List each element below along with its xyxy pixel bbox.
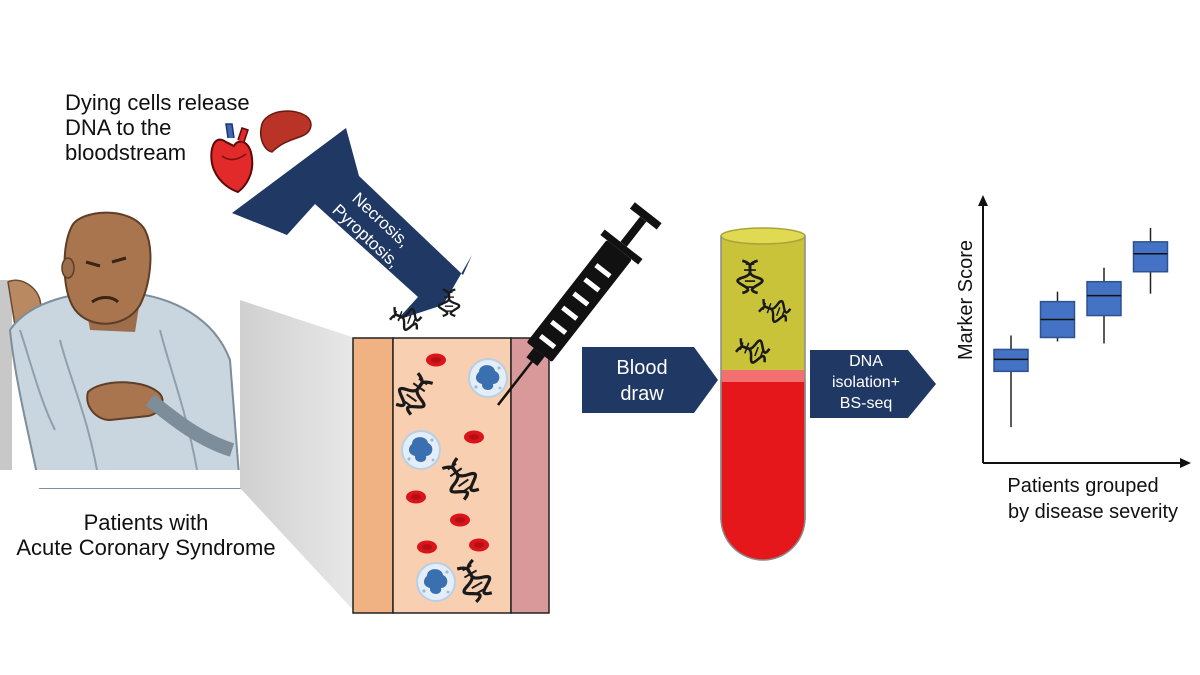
buffy-coat-layer — [721, 370, 805, 382]
patient-label: Patients with Acute Coronary Syndrome — [0, 510, 292, 560]
vessel-wall-right — [510, 337, 550, 614]
patient-label-line2: Acute Coronary Syndrome — [16, 535, 276, 560]
x-axis-label-line2: by disease severity — [1008, 501, 1178, 523]
patient-label-line1: Patients with — [83, 510, 209, 535]
red-blood-cell-icon — [417, 540, 437, 554]
blood-draw-line2: draw — [620, 383, 664, 405]
red-blood-cell-icon — [469, 538, 489, 552]
blood-draw-arrow — [582, 347, 718, 413]
intro-label-line1: Dying cells release — [65, 90, 250, 115]
dna-isolation-line2: isolation+ — [832, 374, 900, 391]
dna-isolation-arrow — [810, 350, 936, 418]
red-blood-cell-icon — [450, 513, 470, 527]
box-4 — [1132, 227, 1169, 294]
red-blood-cell-icon — [464, 430, 484, 444]
wall-edge — [0, 280, 12, 480]
box-body — [1086, 280, 1122, 317]
blood-vessel — [352, 337, 550, 614]
y-axis-arrowhead — [978, 195, 988, 206]
white-blood-cell-icon — [416, 562, 456, 602]
patient-illustration — [0, 211, 242, 489]
x-axis-arrowhead — [1180, 458, 1191, 468]
dna-isolation-line3: BS-seq — [840, 395, 892, 412]
syringe-icon — [497, 202, 662, 406]
vessel-wall-left — [352, 337, 394, 614]
intro-label: Dying cells release DNA to the bloodstre… — [65, 90, 250, 165]
box-body — [993, 348, 1029, 373]
test-tube — [720, 227, 806, 561]
box-1 — [993, 335, 1029, 428]
white-blood-cell-icon — [401, 430, 441, 470]
intro-label-line2: DNA to the — [65, 115, 172, 140]
red-blood-cell-icon — [426, 353, 446, 367]
box-body — [1132, 241, 1169, 273]
x-axis-label-line1: Patients grouped — [1007, 475, 1158, 497]
dna-isolation-line1: DNA — [849, 353, 883, 370]
white-blood-cell-icon — [468, 358, 508, 398]
box-2 — [1039, 291, 1076, 342]
intro-label-line3: bloodstream — [65, 140, 187, 165]
box-3 — [1086, 267, 1122, 344]
blood-draw-line1: Blood — [616, 357, 667, 379]
head — [63, 211, 152, 325]
heart-icon — [210, 123, 254, 194]
y-axis-label: Marker Score — [955, 240, 977, 360]
cell-death-arrow — [232, 128, 472, 320]
magnification-cone — [240, 300, 355, 612]
blood-layer — [720, 379, 806, 561]
marker-score-boxplot: Marker Score Patients grouped by disease… — [955, 195, 1191, 523]
red-blood-cell-icon — [406, 490, 426, 504]
liver-icon — [260, 110, 312, 153]
